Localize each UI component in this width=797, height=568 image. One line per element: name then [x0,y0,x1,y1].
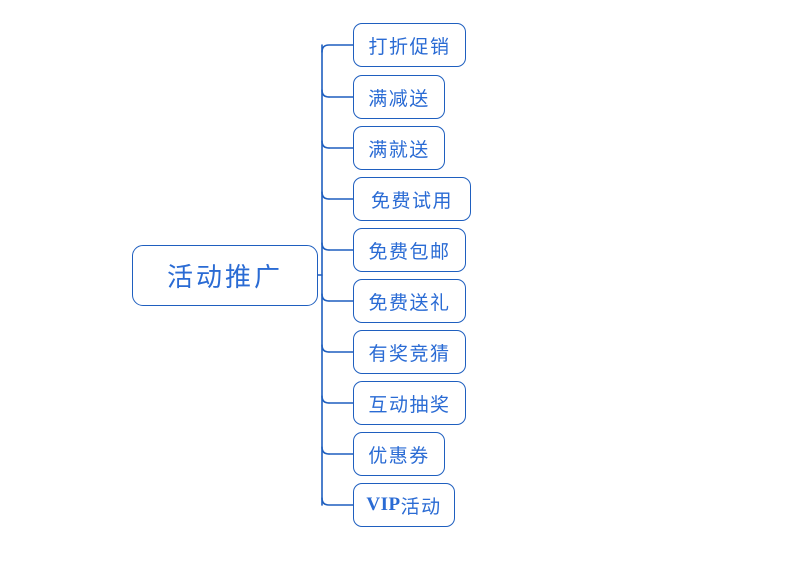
connector-elbow-9 [321,446,330,455]
child-node-6[interactable]: 免费送礼 [353,279,466,323]
connector-elbow-5 [321,242,330,251]
connector-elbow-2 [321,89,330,98]
child-node-9[interactable]: 优惠券 [353,432,445,476]
root-node[interactable]: 活动推广 [132,245,318,306]
label-latin-part: VIP [366,494,401,515]
connector-elbow-7 [321,344,330,353]
child-node-1[interactable]: 打折促销 [353,23,466,67]
connector-branch-1 [321,44,354,53]
connector-elbow-8 [321,395,330,404]
connector-elbow-3 [321,140,330,149]
child-node-8[interactable]: 互动抽奖 [353,381,466,425]
child-node-3[interactable]: 满就送 [353,126,445,170]
child-node-4[interactable]: 免费试用 [353,177,471,221]
connector-branch-10 [321,497,354,506]
child-node-5[interactable]: 免费包邮 [353,228,466,272]
child-node-7[interactable]: 有奖竞猜 [353,330,466,374]
label-cjk-part: 活动 [400,496,442,518]
connector-elbow-6 [321,293,330,302]
connector-elbow-4 [321,191,330,200]
child-node-2[interactable]: 满减送 [353,75,445,119]
